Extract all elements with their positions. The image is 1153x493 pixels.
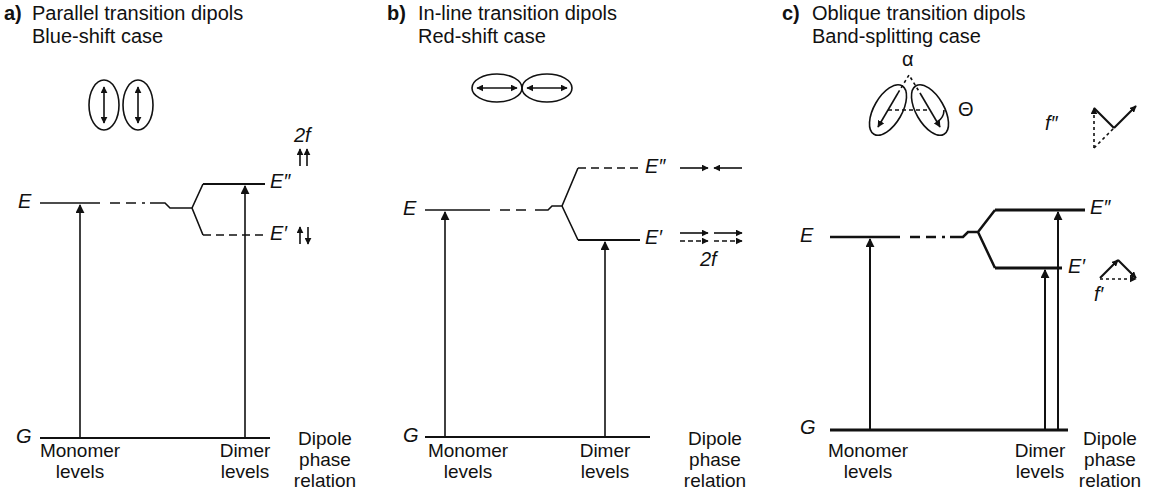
phase-arrow — [714, 167, 742, 169]
energy-level — [995, 267, 1062, 270]
column-label: Dipole phase relation — [1070, 428, 1150, 491]
column-label: Dipole phase relation — [675, 428, 755, 491]
phase-arrow — [1100, 260, 1118, 278]
phase-arrow — [680, 167, 708, 169]
panel-subtitle: Red-shift case — [418, 25, 546, 47]
molecule-ellipse — [123, 80, 153, 130]
energy-level — [500, 209, 530, 211]
transition-arrow — [79, 205, 81, 437]
molecule-ellipse — [522, 74, 572, 102]
oscillator-strength: f″ — [1045, 112, 1058, 134]
ground-level — [830, 429, 1068, 432]
phase-arrow — [307, 227, 309, 244]
column-label: Dimer levels — [210, 440, 280, 482]
ground-level — [40, 437, 270, 439]
energy-level — [578, 167, 640, 169]
column-label: Dimer levels — [1005, 440, 1075, 482]
level-label: G — [16, 425, 32, 447]
angle-arc — [937, 110, 944, 122]
transition-dipole — [137, 87, 139, 123]
transition-dipole — [527, 87, 567, 89]
phase-arrow — [306, 149, 308, 166]
level-label: E′ — [270, 222, 287, 244]
level-label: E′ — [1068, 255, 1085, 277]
energy-level — [578, 239, 640, 241]
panel-letter: a) — [4, 2, 22, 24]
transition-dipole — [103, 87, 105, 123]
energy-level — [910, 236, 945, 239]
level-label: G — [403, 424, 419, 446]
transition-arrow — [444, 212, 446, 436]
column-label: Monomer levels — [423, 440, 513, 482]
angle-label: α — [902, 48, 914, 70]
panel-title: Parallel transition dipols — [32, 2, 243, 24]
phase-arrow — [299, 227, 301, 244]
phase-arrow — [1114, 106, 1136, 128]
column-label: Monomer levels — [823, 440, 913, 482]
column-label: Dipole phase relation — [285, 428, 365, 491]
transition-arrow — [1057, 212, 1059, 429]
level-label: G — [800, 416, 816, 438]
transition-arrow — [244, 186, 246, 437]
center-line — [888, 109, 930, 111]
panel-letter: b) — [387, 2, 406, 24]
panel-title: In-line transition dipols — [418, 2, 617, 24]
level-label: E′ — [645, 226, 662, 248]
energy-level — [425, 209, 490, 211]
energy-level — [203, 183, 265, 185]
transition-arrow — [1044, 270, 1046, 429]
energy-level — [830, 236, 900, 239]
transition-arrow — [869, 239, 871, 429]
level-splitting — [950, 210, 995, 268]
column-label: Dimer levels — [570, 440, 640, 482]
oscillator-strength: 2f — [294, 124, 311, 146]
phase-arrow — [680, 240, 708, 242]
phase-arrow — [714, 240, 742, 242]
phase-arrow — [680, 232, 708, 234]
ground-level — [425, 436, 650, 438]
phase-arrow — [1118, 260, 1136, 278]
molecule-ellipse — [89, 80, 119, 130]
panel-subtitle: Band-splitting case — [812, 25, 981, 47]
energy-level — [995, 209, 1085, 212]
resultant-dipole — [1093, 108, 1095, 148]
phase-arrow — [714, 232, 742, 234]
oscillator-strength: 2f — [700, 248, 717, 270]
level-label: E — [18, 190, 31, 212]
resultant-dipole — [1100, 278, 1136, 280]
phase-arrow — [1094, 108, 1114, 128]
energy-level — [110, 202, 145, 204]
panel-title: Oblique transition dipols — [812, 2, 1025, 24]
level-label: E″ — [1090, 196, 1110, 218]
level-splitting — [535, 168, 578, 240]
level-splitting — [150, 184, 203, 235]
transition-dipole — [477, 87, 517, 89]
energy-level — [203, 234, 265, 236]
panel-letter: c) — [782, 2, 800, 24]
level-label: E″ — [645, 155, 665, 177]
panel-subtitle: Blue-shift case — [32, 25, 163, 47]
level-label: E — [800, 224, 813, 246]
molecule-ellipse — [472, 74, 522, 102]
level-label: E″ — [270, 170, 290, 192]
phase-guide — [1094, 128, 1114, 148]
phase-arrow — [299, 149, 301, 166]
transition-arrow — [604, 242, 606, 436]
angle-label: Θ — [958, 98, 974, 120]
level-label: E — [403, 197, 416, 219]
angle-guide — [898, 75, 920, 93]
energy-level — [40, 202, 100, 204]
column-label: Monomer levels — [35, 440, 125, 482]
oscillator-strength: f′ — [1094, 283, 1103, 305]
